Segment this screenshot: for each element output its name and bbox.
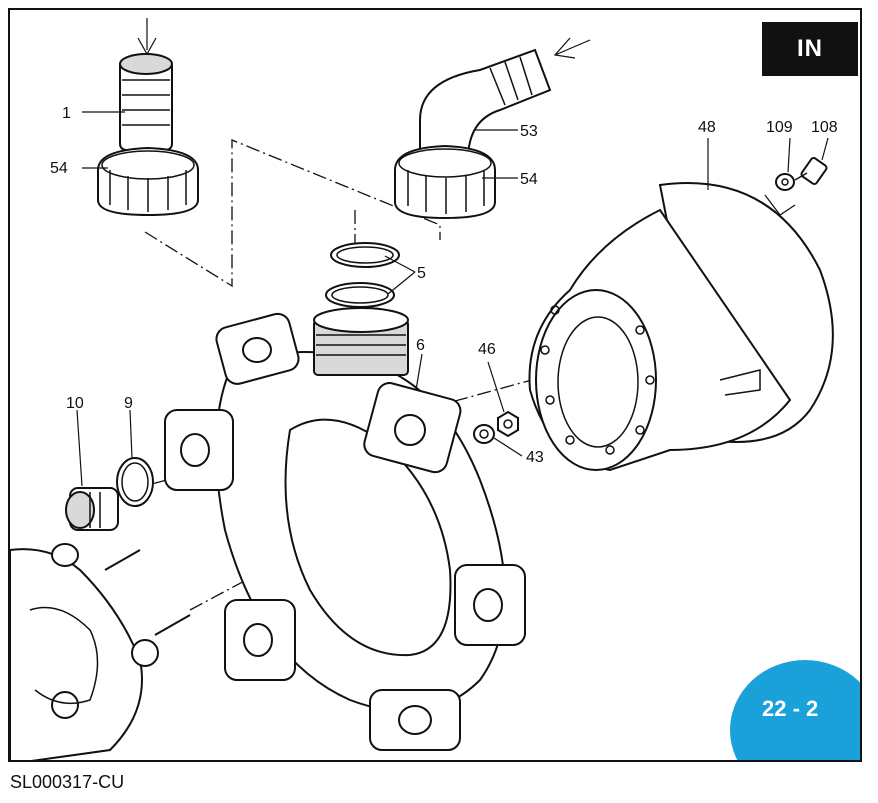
callout-43: 43 [526, 449, 544, 466]
callout-53: 53 [520, 123, 538, 140]
part-10-plug [65, 487, 119, 531]
callout-9: 9 [124, 395, 133, 412]
section-badge: IN [762, 22, 858, 76]
part-54-ring-nut-left [97, 146, 199, 217]
screw-leader [764, 194, 796, 216]
part-53-elbow-hose-tail [419, 37, 591, 171]
part-9-o-ring [116, 457, 154, 507]
callout-109: 109 [766, 119, 793, 136]
callout-108: 108 [811, 119, 838, 136]
part-48-cover [528, 182, 834, 472]
callout-54-right: 54 [520, 171, 538, 188]
part-1-straight-hose-tail [119, 18, 173, 151]
drawing-code: SL000317-CU [10, 772, 125, 792]
callout-labels: 1 54 53 54 48 109 108 5 6 46 43 10 9 [50, 105, 838, 466]
callout-1: 1 [62, 105, 71, 122]
part-5-o-rings [325, 242, 400, 308]
adjacent-housing-partial [10, 543, 191, 760]
callout-10: 10 [66, 395, 84, 412]
callout-46: 46 [478, 341, 496, 358]
page-number: 22 - 2 [762, 696, 819, 721]
exploded-parts-diagram: 1 54 53 54 48 109 108 5 6 46 43 10 9 [10, 18, 838, 760]
diagram-frame: 1 54 53 54 48 109 108 5 6 46 43 10 9 IN … [8, 8, 862, 762]
part-54-ring-nut-right [394, 144, 496, 220]
callout-leaders [76, 111, 829, 487]
callout-6: 6 [416, 337, 425, 354]
callout-5: 5 [417, 265, 426, 282]
callout-54-left: 54 [50, 160, 68, 177]
part-46-nut [497, 410, 519, 438]
page-number-badge: 22 - 2 [730, 660, 860, 760]
part-6-pump-housing [164, 307, 526, 751]
part-43-washer [473, 424, 495, 444]
part-108-screw [794, 157, 828, 185]
part-109-washer [775, 173, 795, 191]
callout-48: 48 [698, 119, 716, 136]
